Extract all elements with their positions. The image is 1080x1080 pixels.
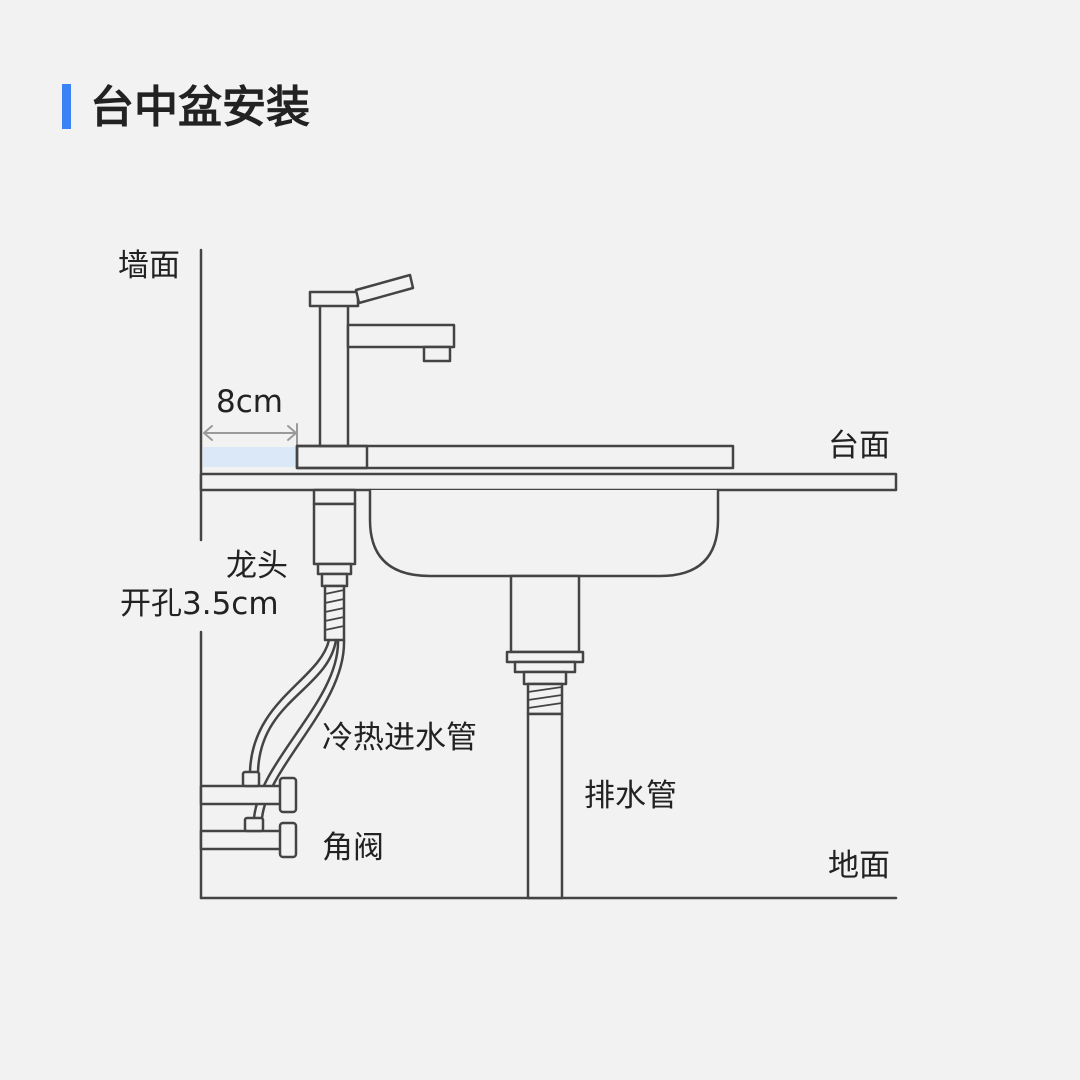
wall-label: 墙面 [118, 248, 180, 284]
faucet-shank-ring [316, 562, 353, 576]
drain-body [509, 574, 581, 654]
gap-highlight [203, 447, 297, 467]
hose-braid-pattern [324, 589, 345, 631]
page-title: 台中盆安装 [90, 82, 310, 133]
countertop-slab [199, 472, 898, 492]
faucet-lever [354, 273, 415, 305]
drain-ring [505, 650, 585, 664]
floor-label: 地面 [828, 848, 890, 884]
angle-valve-lower [199, 816, 298, 859]
faucet-aerator [422, 345, 452, 363]
faucet-shank-ring2 [320, 572, 349, 588]
countertop-label: 台面 [828, 428, 890, 464]
drain-thread-pattern [527, 686, 563, 709]
inlet-hose-label: 冷热进水管 [322, 720, 477, 756]
faucet-body [318, 302, 350, 448]
drain-connector [522, 670, 568, 686]
distance-dimension [203, 423, 298, 447]
drain-pipe [526, 712, 564, 900]
faucet-spout [346, 323, 456, 349]
faucet [295, 273, 456, 470]
sink-rim [295, 444, 735, 470]
faucet-base [295, 444, 369, 470]
faucet-hole-label-line2: 开孔3.5cm [120, 586, 279, 622]
angle-valve-label: 角阀 [322, 830, 384, 866]
faucet-shank-nut [312, 488, 357, 506]
faucet-hole-label-line1: 龙头 [226, 548, 288, 584]
drain-pipe-label: 排水管 [584, 778, 677, 814]
faucet-cap [308, 290, 360, 308]
distance-label: 8cm [216, 384, 283, 420]
cold-hose [248, 638, 331, 774]
cold-hose-inner [256, 638, 338, 774]
drain-ring2 [513, 660, 577, 674]
title-accent-bar [62, 84, 71, 129]
faucet-shank [312, 502, 357, 566]
sink-bowl [368, 488, 720, 578]
angle-valve-upper [199, 770, 298, 814]
